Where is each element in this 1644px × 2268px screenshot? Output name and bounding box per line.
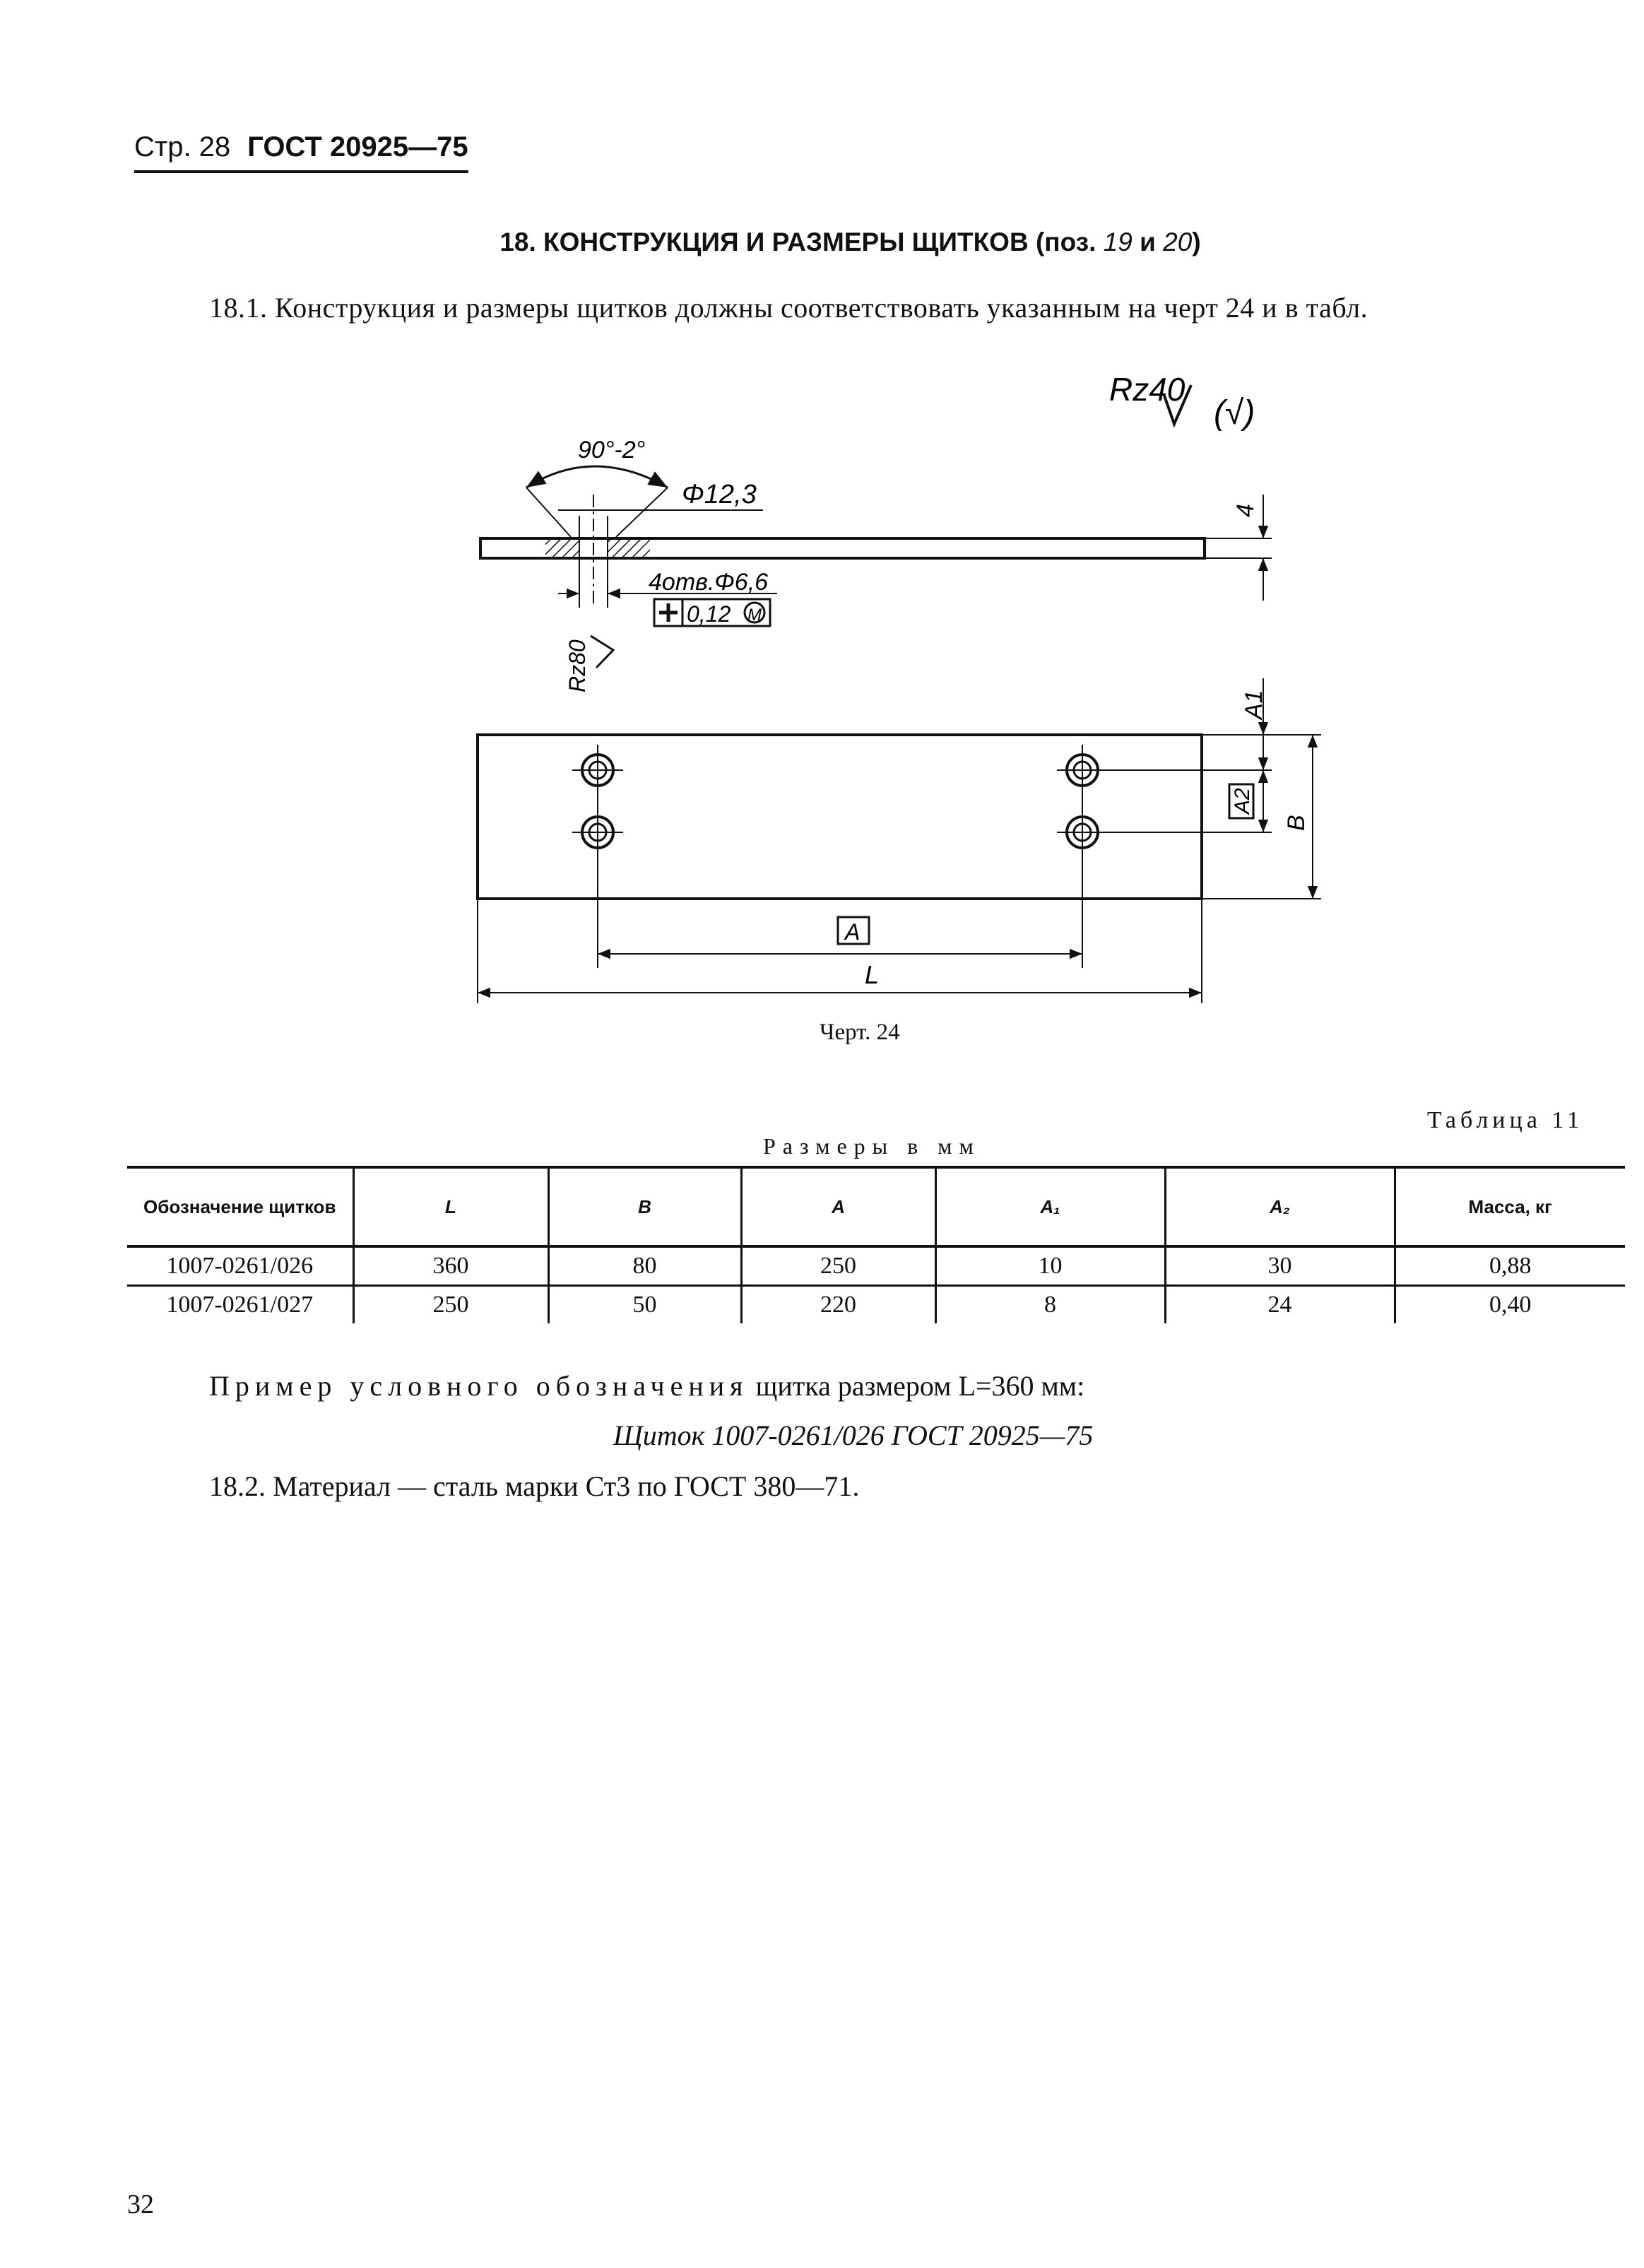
figure-caption: Черт. 24 (820, 1020, 900, 1045)
svg-text:90°-2°: 90°-2° (578, 437, 645, 463)
svg-text:Φ12,3: Φ12,3 (682, 480, 757, 509)
page-header: Стр. 28 ГОСТ 20925—75 (134, 131, 468, 173)
paragraph-18-1: 18.1. Конструкция и размеры щитков должн… (209, 292, 1368, 324)
svg-text:A2: A2 (1231, 788, 1254, 815)
cell: 50 (547, 1285, 741, 1323)
example-line: Пример условного обозначения щитка разме… (209, 1369, 1084, 1402)
dimensions-table: Обозначение щитков L B A A₁ A₂ Масса, кг… (127, 1166, 1625, 1323)
svg-text:0,12: 0,12 (687, 601, 731, 627)
svg-text:A1: A1 (1241, 690, 1267, 721)
svg-text:L: L (865, 960, 879, 989)
plan-view: A1 A2 B A L (476, 678, 1321, 1003)
roughness-general: Rz40 (√) (1109, 371, 1255, 432)
cell: 360 (352, 1246, 548, 1286)
table-units: Размеры в мм (763, 1133, 981, 1159)
cell: 250 (352, 1285, 548, 1323)
cell: 220 (740, 1285, 935, 1323)
svg-text:Rz40: Rz40 (1109, 371, 1185, 408)
cell: 250 (740, 1246, 935, 1286)
page-label: Стр. 28 (134, 131, 231, 163)
col-designation: Обозначение щитков (143, 1195, 336, 1217)
page-number: 32 (127, 2190, 154, 2219)
col-A: A (740, 1167, 935, 1246)
cell: 10 (934, 1246, 1165, 1286)
svg-text:4: 4 (1232, 504, 1259, 517)
svg-text:B: B (1283, 815, 1310, 831)
col-B: B (547, 1167, 741, 1246)
cell: 30 (1164, 1246, 1395, 1286)
col-L: L (352, 1167, 548, 1246)
cell: 8 (934, 1285, 1165, 1323)
paragraph-18-2: 18.2. Материал — сталь марки Ст3 по ГОСТ… (209, 1470, 860, 1502)
col-mass: Масса, кг (1393, 1167, 1625, 1246)
cell: 24 (1164, 1285, 1395, 1323)
cell: 1007-0261/026 (166, 1253, 314, 1279)
example-designation: Щиток 1007-0261/026 ГОСТ 20925—75 (613, 1419, 1094, 1451)
cell: 0,40 (1393, 1285, 1625, 1323)
col-A1: A₁ (934, 1167, 1165, 1246)
cell: 0,88 (1393, 1246, 1625, 1286)
example-rest: щитка размером L=360 мм: (755, 1370, 1085, 1402)
technical-drawing: Rz40 (√) Φ12,3 90°-2° 4 4отв.Φ6,6 0,12 M… (476, 371, 1321, 1003)
side-view: Φ12,3 90°-2° 4 4отв.Φ6,6 0,12 M Rz80 (479, 437, 1272, 692)
svg-text:Rz80: Rz80 (564, 639, 590, 692)
example-lead: Пример условного обозначения (209, 1370, 749, 1402)
svg-text:A: A (844, 919, 860, 945)
svg-text:4отв.Φ6,6: 4отв.Φ6,6 (649, 569, 768, 596)
section-title: 18. КОНСТРУКЦИЯ И РАЗМЕРЫ ЩИТКОВ (поз. 1… (499, 228, 1201, 256)
table-row: 1007-0261/027 250 50 220 8 24 0,40 (127, 1285, 1625, 1323)
svg-text:M: M (747, 606, 762, 625)
table-row: 1007-0261/026 360 80 250 10 30 0,88 (127, 1246, 1625, 1286)
svg-text:(√): (√) (1214, 394, 1255, 432)
cell: 80 (547, 1246, 741, 1286)
table-header-row: Обозначение щитков L B A A₁ A₂ Масса, кг (127, 1167, 1625, 1246)
cell: 1007-0261/027 (166, 1292, 314, 1318)
standard-number: ГОСТ 20925—75 (247, 131, 468, 163)
col-A2: A₂ (1164, 1167, 1395, 1246)
table-caption: Таблица 11 (1427, 1107, 1584, 1133)
